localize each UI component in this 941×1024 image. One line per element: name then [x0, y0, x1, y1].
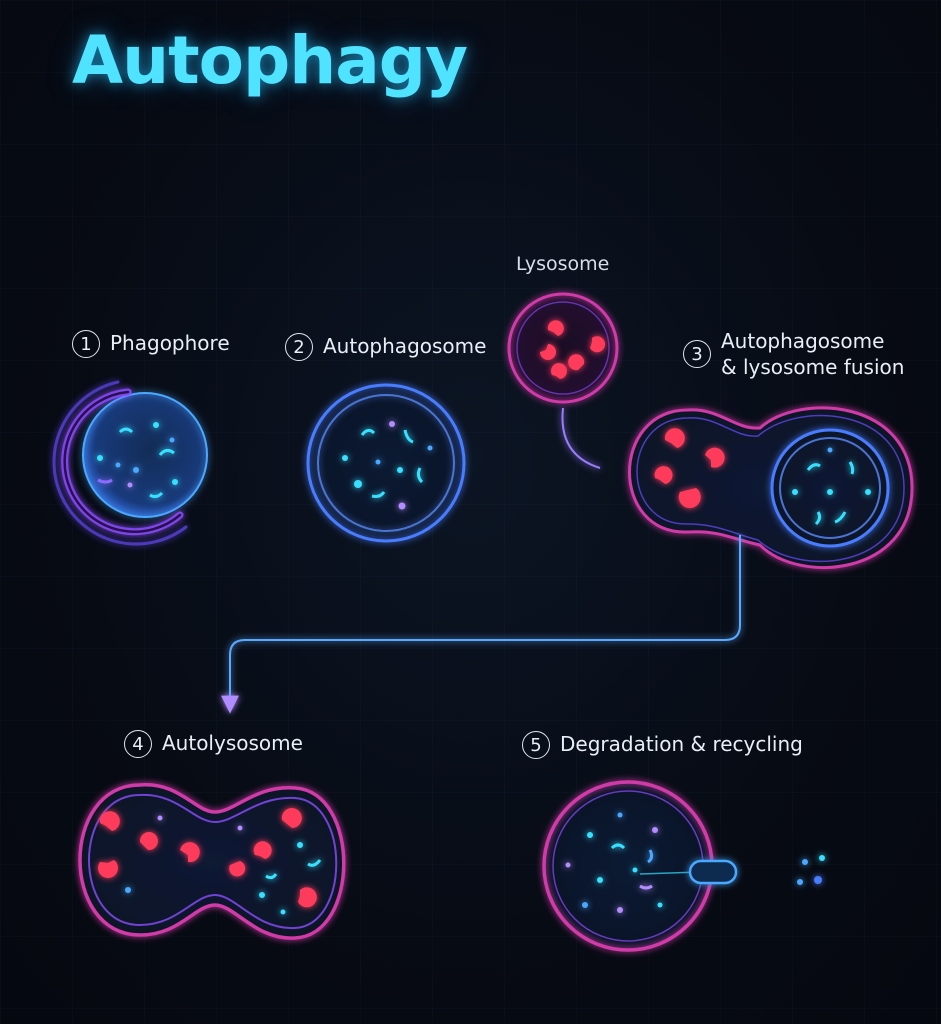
- step-4-label: 4 Autolysosome: [124, 730, 303, 758]
- step-3-number-badge: 3: [683, 340, 711, 368]
- step-5-number-badge: 5: [522, 731, 550, 759]
- arrow-lysosome-to-fusion: [561, 407, 601, 469]
- lysosome-label: Lysosome: [516, 253, 610, 275]
- phagophore-structure: [52, 380, 208, 546]
- step-2-label: 2 Autophagosome: [285, 333, 486, 361]
- step-5-text: Degradation & recycling: [560, 732, 803, 756]
- step-4-number-badge: 4: [124, 730, 152, 758]
- autolysosome-structure: [78, 783, 346, 940]
- arrow-fusion-to-autolysosome: [221, 535, 741, 714]
- step-5-label: 5 Degradation & recycling: [522, 731, 803, 759]
- lysosome-structure: [507, 292, 619, 404]
- step-3-label: 3 Autophagosome & lysosome fusion: [683, 328, 904, 380]
- step-2-text: Autophagosome: [323, 334, 487, 358]
- diagram-title: Autophagy: [72, 22, 468, 99]
- recycled-molecules: [797, 855, 825, 885]
- fusion-structure: [628, 406, 914, 569]
- step-1-number-badge: 1: [72, 330, 100, 358]
- step-3-text: Autophagosome & lysosome fusion: [721, 329, 905, 379]
- step-4-text: Autolysosome: [162, 731, 303, 755]
- step-1-text: Phagophore: [110, 331, 230, 355]
- step-1-label: 1 Phagophore: [72, 330, 230, 358]
- autophagosome-structure: [306, 383, 466, 543]
- step-2-number-badge: 2: [285, 333, 313, 361]
- degradation-structure: [542, 780, 825, 952]
- recycling-vesicle: [688, 859, 738, 885]
